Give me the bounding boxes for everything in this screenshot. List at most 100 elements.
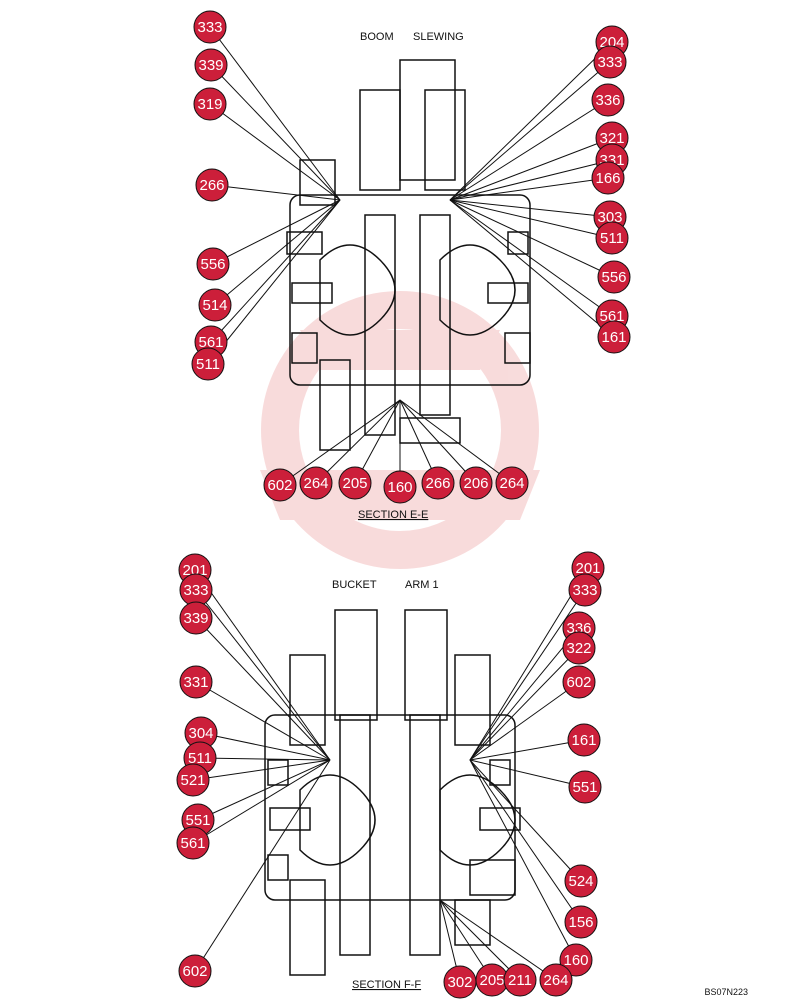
callout-circle — [562, 631, 596, 665]
callout-302: 302 — [443, 965, 477, 999]
leader-line — [469, 759, 577, 961]
callout-number: 302 — [447, 974, 472, 991]
leader-line — [449, 199, 613, 239]
callout-333: 333 — [593, 45, 627, 79]
callout-511: 511 — [595, 221, 629, 255]
callout-circle — [459, 466, 493, 500]
callout-number: 266 — [199, 177, 224, 194]
leader-line — [469, 567, 589, 761]
callout-number: 524 — [568, 873, 593, 890]
callout-circle — [194, 48, 228, 82]
callout-number: 514 — [202, 297, 227, 314]
leader-line — [210, 199, 341, 343]
callout-circle — [495, 466, 529, 500]
callout-circle — [338, 466, 372, 500]
leader-line — [449, 41, 613, 201]
callout-264: 264 — [495, 466, 529, 500]
leader-line — [449, 199, 611, 218]
leader-line — [449, 137, 613, 201]
callout-circle — [193, 10, 227, 44]
callout-333: 333 — [568, 573, 602, 607]
leader-line — [194, 759, 331, 972]
callout-161: 161 — [597, 320, 631, 354]
callout-602: 602 — [178, 954, 212, 988]
callout-336: 336 — [591, 83, 625, 117]
callout-circle — [597, 260, 631, 294]
callout-number: 333 — [572, 582, 597, 599]
callout-561: 561 — [194, 325, 228, 359]
leader-line — [449, 199, 613, 317]
callout-circle — [179, 601, 213, 635]
callout-circle — [591, 161, 625, 195]
section-f-caption: SECTION F-F — [352, 979, 421, 991]
callout-160: 160 — [383, 470, 417, 504]
leader-line — [469, 627, 580, 761]
callout-number: 161 — [601, 329, 626, 346]
callout-number: 511 — [196, 356, 220, 373]
callout-circle — [176, 763, 210, 797]
callout-264: 264 — [539, 963, 573, 997]
callout-circle — [568, 573, 602, 607]
leader-line — [469, 759, 586, 788]
callout-319: 319 — [193, 87, 227, 121]
callout-number: 339 — [183, 610, 208, 627]
callout-circle — [593, 45, 627, 79]
leader-line — [469, 759, 582, 923]
callout-circle — [176, 826, 210, 860]
callout-number: 602 — [182, 963, 207, 980]
callout-266: 266 — [195, 168, 229, 202]
leader-line — [469, 759, 582, 882]
leader-line — [209, 26, 341, 201]
callout-556: 556 — [196, 247, 230, 281]
callout-514: 514 — [198, 288, 232, 322]
callout-524: 524 — [564, 864, 598, 898]
callout-602: 602 — [263, 468, 297, 502]
callout-number: 201 — [575, 560, 600, 577]
callout-circle — [191, 347, 225, 381]
callout-layer: 3333393192665565145615112043333363213311… — [176, 10, 631, 999]
leader-line — [399, 399, 513, 484]
callout-number: 551 — [185, 812, 210, 829]
callout-number: 321 — [599, 130, 624, 147]
callout-511: 511 — [191, 347, 225, 381]
callout-number: 551 — [572, 779, 597, 796]
leader-line — [212, 199, 341, 265]
callout-circle — [564, 864, 598, 898]
callout-circle — [595, 221, 629, 255]
callout-circle — [562, 665, 596, 699]
leader-line — [439, 899, 557, 981]
section-e-caption: SECTION E-E — [358, 509, 428, 521]
callout-circle — [179, 665, 213, 699]
leader-line — [449, 61, 611, 201]
callout-number: 206 — [463, 475, 488, 492]
leader-line — [469, 647, 580, 761]
leader-line — [449, 99, 609, 201]
callout-322: 322 — [562, 631, 596, 665]
callout-circle — [196, 247, 230, 281]
callout-333: 333 — [179, 573, 213, 607]
leader-line — [469, 681, 580, 761]
boom-label: BOOM — [360, 31, 394, 43]
callout-circle — [559, 943, 593, 977]
callout-556: 556 — [597, 260, 631, 294]
callout-number: 333 — [183, 582, 208, 599]
callout-number: 160 — [563, 952, 588, 969]
callout-number: 602 — [566, 674, 591, 691]
callout-number: 319 — [197, 96, 222, 113]
leader-line — [199, 757, 331, 761]
leader-line — [469, 739, 585, 761]
leader-line — [214, 199, 341, 306]
arm1-label: ARM 1 — [405, 579, 439, 591]
callout-number: 266 — [425, 475, 450, 492]
callout-266: 266 — [421, 466, 455, 500]
callout-number: 331 — [183, 674, 208, 691]
callout-211: 211 — [503, 963, 537, 997]
callout-333: 333 — [193, 10, 227, 44]
callout-number: 211 — [508, 972, 532, 989]
callout-circle — [567, 723, 601, 757]
callout-551: 551 — [568, 770, 602, 804]
callout-206: 206 — [459, 466, 493, 500]
callout-circle — [591, 83, 625, 117]
slewing-label: SLEWING — [413, 31, 464, 43]
